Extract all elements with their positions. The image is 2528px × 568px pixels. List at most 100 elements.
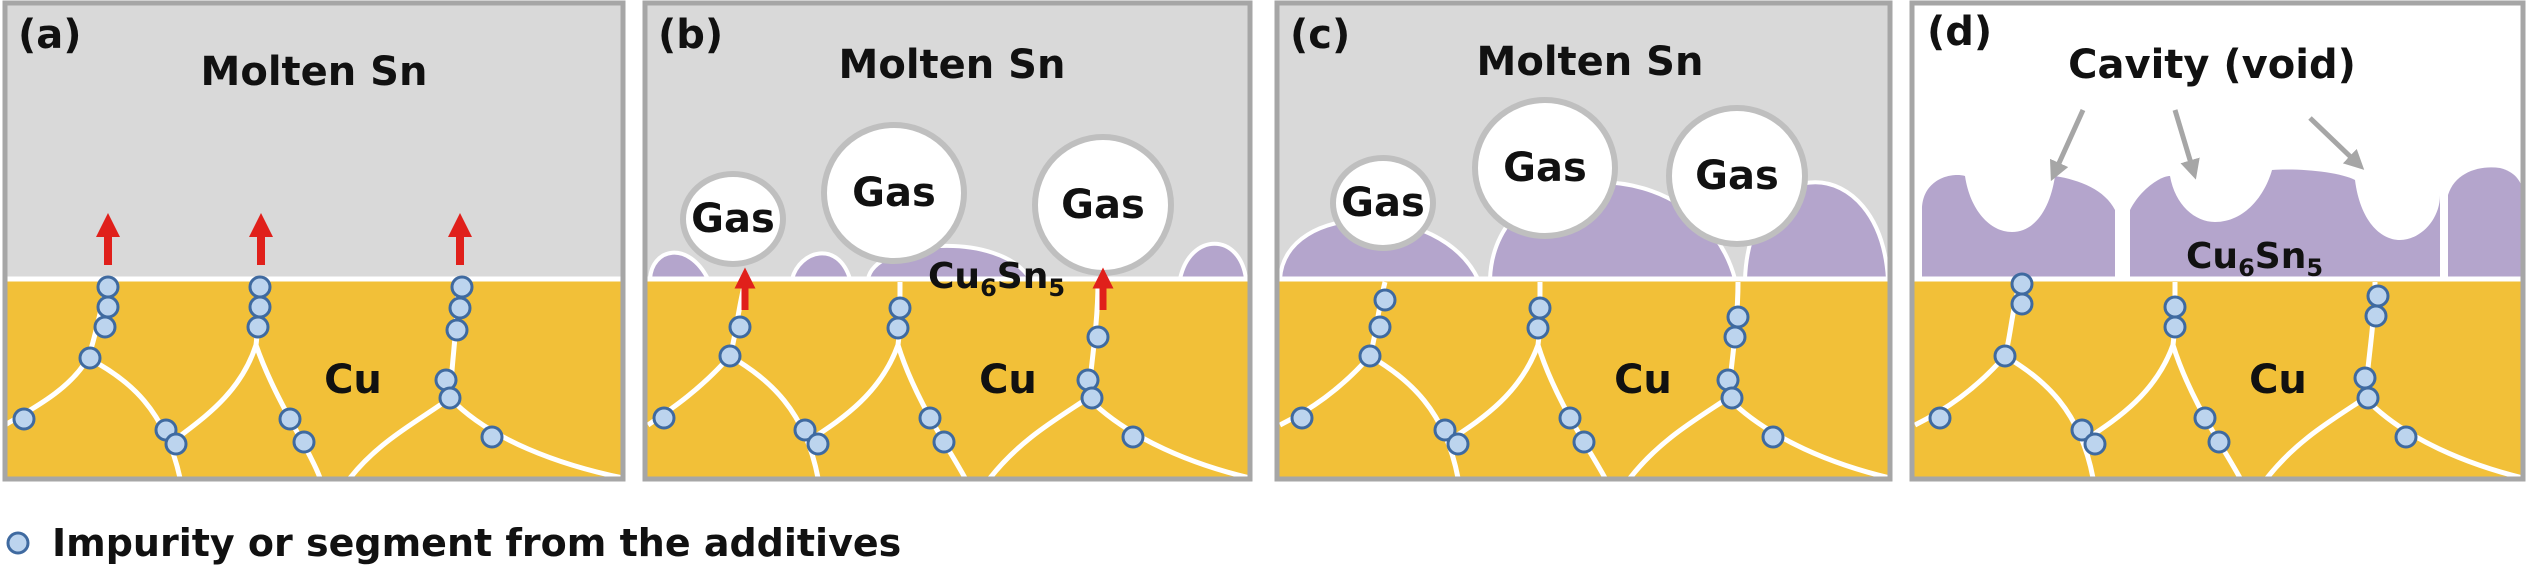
panel-frame [1909, 0, 2526, 482]
impurity-dot [12, 407, 36, 431]
impurity-dot [2364, 304, 2388, 328]
gas-label: Gas [852, 170, 936, 216]
impurity-dot [278, 407, 302, 431]
panel-tag: (c) [1290, 12, 1350, 58]
gas-bubble [1666, 105, 1808, 247]
gas-bubble [1330, 155, 1436, 251]
panel-frame [642, 0, 1253, 482]
grey-arrow [2308, 116, 2365, 170]
impurity-dot [1726, 305, 1750, 329]
impurity-dot [2163, 315, 2187, 339]
panel-b: (b) Molten Sn Gas Gas Gas Cu6Sn5 Cu [642, 0, 1253, 482]
impurity-particles [12, 275, 504, 456]
imc-grain [2448, 167, 2523, 279]
legend-impurity-marker [6, 531, 30, 555]
gas-bubble [821, 122, 967, 264]
gas-label: Gas [1503, 145, 1587, 191]
gas-label: Gas [691, 196, 775, 242]
cu-label: Cu [1614, 357, 1672, 403]
impurity-dot [918, 406, 942, 430]
cu-label: Cu [979, 357, 1037, 403]
impurity-particles [1290, 288, 1785, 456]
impurity-dot [1373, 288, 1397, 312]
impurity-dot [1723, 325, 1747, 349]
imc-grain [1177, 241, 1249, 281]
cu-label: Cu [324, 357, 382, 403]
gas-bubbles [680, 122, 1174, 276]
impurity-dot [2356, 386, 2380, 410]
impurity-dot [2010, 292, 2034, 316]
impurity-dot [78, 346, 102, 370]
panel-frame [2, 0, 626, 482]
impurity-dot [1526, 316, 1550, 340]
imc-label: Cu6Sn5 [2186, 236, 2323, 282]
grey-arrow [2172, 109, 2200, 180]
impurity-dot [450, 275, 474, 299]
impurity-dot [2163, 295, 2187, 319]
impurity-dot [96, 275, 120, 299]
cavity-label: Cavity (void) [2068, 42, 2356, 88]
legend-text: Impurity or segment from the additives [52, 521, 901, 565]
imc-grain [1922, 175, 2115, 279]
molten-sn-label: Molten Sn [839, 42, 1066, 88]
impurity-dot [1572, 430, 1596, 454]
impurity-dot [1086, 325, 1110, 349]
impurity-dot [1433, 418, 1457, 442]
impurity-dot [438, 386, 462, 410]
impurity-dot [2193, 406, 2217, 430]
imc-grain [2130, 169, 2440, 279]
impurity-dot [164, 432, 188, 456]
impurity-dot [248, 295, 272, 319]
impurity-dot [806, 432, 830, 456]
imc-layer [1922, 167, 2523, 279]
impurity-dot [1558, 406, 1582, 430]
impurity-dot [2083, 432, 2107, 456]
impurity-dot [793, 418, 817, 442]
impurity-dot [728, 315, 752, 339]
grey-arrow [2050, 108, 2086, 182]
panel-a: (a) Molten Sn Cu [2, 0, 626, 482]
panel-d: (d) Cavity (void) Cu6Sn5 Cu [1909, 0, 2526, 482]
impurity-dot [1290, 406, 1314, 430]
panel-tag: (a) [18, 12, 82, 58]
impurity-dot [445, 318, 469, 342]
impurity-particles [652, 296, 1145, 456]
impurity-dot [886, 316, 910, 340]
impurity-dot [248, 275, 272, 299]
imc-label: Cu6Sn5 [928, 256, 1065, 302]
impurity-dot [2070, 418, 2094, 442]
gas-label: Gas [1061, 182, 1145, 228]
impurity-dot [718, 344, 742, 368]
impurity-dot [1720, 386, 1744, 410]
imc-grain [647, 250, 712, 281]
impurity-dot [96, 295, 120, 319]
outgassing-arrows [96, 213, 472, 265]
impurity-dot [1446, 432, 1470, 456]
gas-label: Gas [1341, 180, 1425, 226]
impurity-dot [93, 315, 117, 339]
outgassing-arrows [734, 267, 1114, 310]
impurity-dot [2353, 366, 2377, 390]
molten-sn-region [5, 3, 623, 279]
impurity-dot [1121, 425, 1145, 449]
impurity-dot [652, 406, 676, 430]
void-arrows [2050, 108, 2365, 182]
impurity-dot [1368, 315, 1392, 339]
impurity-dot [2010, 272, 2034, 296]
impurity-dot [932, 430, 956, 454]
impurity-dot [2394, 425, 2418, 449]
impurity-dot [480, 425, 504, 449]
molten-sn-label: Molten Sn [1477, 39, 1704, 85]
gas-bubble [680, 171, 786, 267]
impurity-dot [888, 296, 912, 320]
gas-label: Gas [1695, 153, 1779, 199]
gas-bubble [1472, 97, 1618, 239]
imc-grain [789, 251, 853, 281]
impurity-dot [1528, 296, 1552, 320]
cu-label: Cu [2249, 357, 2307, 403]
impurity-dot [2366, 284, 2390, 308]
impurity-dot [246, 315, 270, 339]
impurity-dot [1928, 406, 1952, 430]
panel-c: (c) Molten Sn Gas Gas Gas Cu [1274, 0, 1893, 482]
